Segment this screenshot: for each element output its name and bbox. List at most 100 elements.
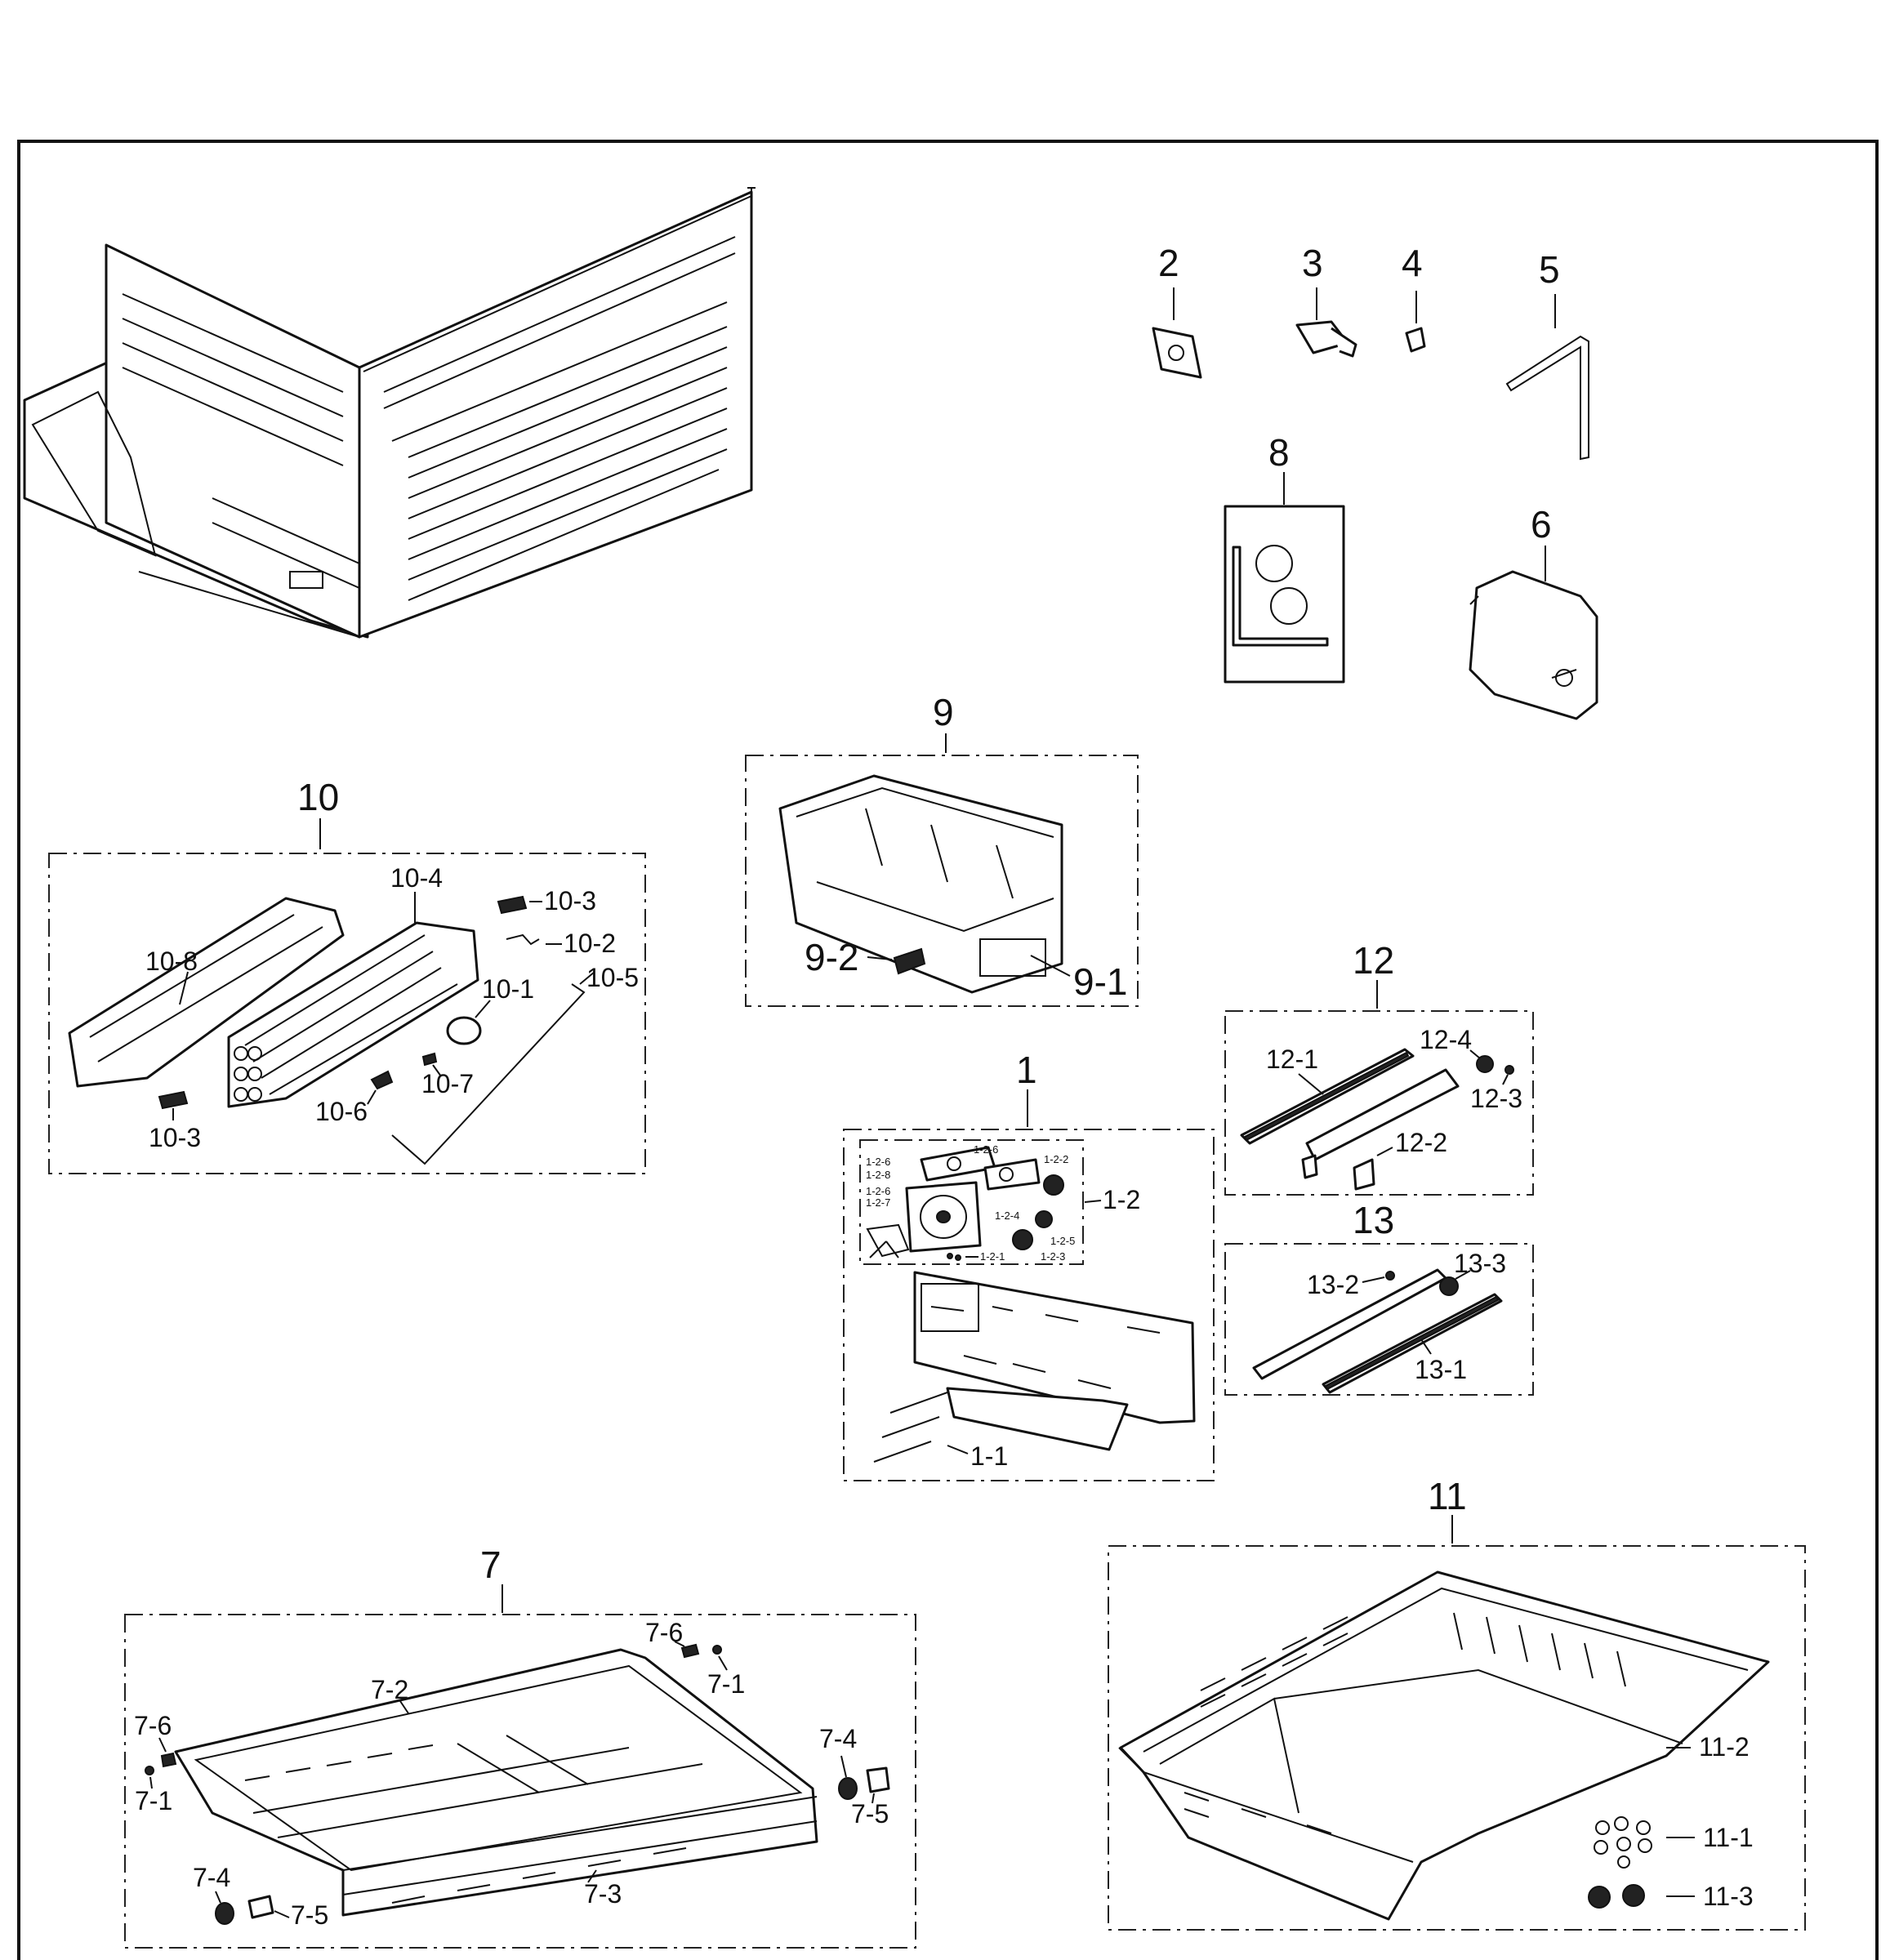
callout-8: 8 bbox=[1268, 431, 1290, 474]
part-13-1-rail bbox=[1322, 1293, 1503, 1394]
callout-1: 1 bbox=[1016, 1049, 1037, 1091]
callout-12-1: 12-1 bbox=[1266, 1045, 1318, 1074]
part-12-2-stopper bbox=[1353, 1147, 1393, 1191]
group-13-box bbox=[1224, 1243, 1534, 1396]
part-13-3-roller bbox=[1439, 1270, 1471, 1296]
part-2-clip bbox=[1152, 287, 1202, 379]
leader-9-1 bbox=[1030, 955, 1071, 977]
callout-10: 10 bbox=[297, 776, 339, 818]
callout-10-4: 10-4 bbox=[390, 863, 443, 893]
callout-11-2: 11-2 bbox=[1699, 1732, 1750, 1762]
part-10-2-spring bbox=[506, 933, 562, 946]
part-10-3-clip-bottom bbox=[158, 1090, 189, 1120]
group-1-box bbox=[843, 1129, 1215, 1481]
part-5-tube bbox=[1505, 294, 1589, 461]
callout-2: 2 bbox=[1158, 242, 1179, 284]
part-9-ice-maker bbox=[778, 774, 1063, 994]
group-11-box bbox=[1108, 1545, 1806, 1931]
part-10-3-clip-top bbox=[497, 895, 542, 915]
part-1-evaporator-cover-panel bbox=[873, 1271, 1196, 1463]
part-7-1-screw-right bbox=[712, 1645, 728, 1671]
callout-12-3: 12-3 bbox=[1470, 1084, 1522, 1113]
leader-7-3 bbox=[587, 1869, 597, 1883]
callout-7-2: 7-2 bbox=[371, 1675, 408, 1704]
callout-3: 3 bbox=[1302, 242, 1323, 284]
group-1-2-box bbox=[859, 1139, 1084, 1265]
part-7-4-roller-left bbox=[215, 1891, 234, 1925]
callout-12-4: 12-4 bbox=[1420, 1025, 1472, 1054]
callout-7-5-left: 7-5 bbox=[291, 1900, 328, 1930]
leader-1-2 bbox=[1084, 1200, 1102, 1203]
part-7-drawer bbox=[174, 1648, 818, 1917]
callout-1-2-6-mid: 1-2-6 bbox=[866, 1185, 890, 1197]
callout-11-1: 11-1 bbox=[1703, 1823, 1754, 1852]
part-12-4-roller bbox=[1469, 1049, 1494, 1073]
callout-9-1: 9-1 bbox=[1073, 960, 1127, 1003]
callout-10-5: 10-5 bbox=[586, 963, 639, 992]
callout-1-2-3: 1-2-3 bbox=[1041, 1250, 1065, 1263]
callout-7-4-right: 7-4 bbox=[819, 1724, 857, 1753]
callout-1-2-4: 1-2-4 bbox=[995, 1209, 1019, 1222]
callout-7-5-right: 7-5 bbox=[851, 1799, 889, 1829]
callout-13-1: 13-1 bbox=[1415, 1355, 1467, 1384]
part-12-rail-bracket bbox=[1301, 1068, 1460, 1179]
diagram-frame bbox=[17, 140, 1879, 1960]
leader-7-2 bbox=[399, 1700, 409, 1714]
callout-10-1: 10-1 bbox=[482, 974, 534, 1004]
callout-13-3: 13-3 bbox=[1454, 1249, 1506, 1278]
part-7-6-clip-left bbox=[158, 1737, 177, 1768]
part-10-7-sensor bbox=[421, 1052, 442, 1077]
part-7-4-roller-right bbox=[838, 1755, 858, 1800]
callout-6: 6 bbox=[1531, 503, 1552, 546]
part-7-5-bracket-right bbox=[866, 1766, 890, 1804]
callout-1-2-6-top: 1-2-6 bbox=[974, 1143, 998, 1156]
callout-1-2-8: 1-2-8 bbox=[866, 1169, 890, 1181]
callout-10-3-bottom: 10-3 bbox=[149, 1123, 201, 1152]
freezer-cabinet-illustration bbox=[23, 187, 756, 639]
callout-11: 11 bbox=[1428, 1475, 1467, 1517]
part-12-3-screw bbox=[1502, 1065, 1514, 1085]
callout-1-2: 1-2 bbox=[1103, 1185, 1140, 1214]
part-11-2-bin bbox=[1118, 1570, 1770, 1921]
callout-7-3: 7-3 bbox=[584, 1879, 622, 1909]
group-12-box bbox=[1224, 1010, 1534, 1196]
group-7-box bbox=[124, 1614, 916, 1949]
part-6-cover bbox=[1469, 546, 1598, 720]
part-12-1-rail bbox=[1240, 1048, 1415, 1145]
part-7-1-screw-left bbox=[145, 1766, 154, 1789]
callout-4: 4 bbox=[1402, 242, 1423, 284]
part-10-8-evaporator-cover bbox=[68, 897, 345, 1088]
callout-10-3-top: 10-3 bbox=[544, 886, 596, 915]
callout-13: 13 bbox=[1353, 1199, 1394, 1241]
part-7-6-clip-right bbox=[674, 1641, 700, 1659]
callout-7: 7 bbox=[480, 1544, 501, 1586]
callout-7-1-left: 7-1 bbox=[135, 1786, 172, 1815]
part-11-1-screws bbox=[1594, 1816, 1652, 1869]
group-9-box bbox=[745, 755, 1139, 1007]
callout-7-1-right: 7-1 bbox=[707, 1669, 745, 1699]
callout-12-2: 12-2 bbox=[1395, 1128, 1447, 1157]
callout-1-2-6-left: 1-2-6 bbox=[866, 1156, 890, 1168]
part-10-4-evaporator-coil bbox=[227, 892, 479, 1108]
callout-11-3: 11-3 bbox=[1703, 1882, 1754, 1911]
part-4-cap bbox=[1405, 291, 1426, 353]
callout-9: 9 bbox=[933, 691, 954, 733]
part-13-2-screw bbox=[1362, 1271, 1395, 1283]
callout-1-2-1: 1-2-1 bbox=[980, 1250, 1005, 1263]
callout-9-2: 9-2 bbox=[805, 936, 858, 978]
callout-10-2: 10-2 bbox=[564, 929, 616, 958]
part-1-2-fan-assembly bbox=[866, 1146, 1064, 1261]
part-8-manual-kit bbox=[1224, 472, 1345, 684]
group-10-box bbox=[48, 853, 646, 1174]
callout-5: 5 bbox=[1539, 248, 1560, 291]
callout-13-2: 13-2 bbox=[1307, 1270, 1359, 1299]
callout-10-7: 10-7 bbox=[421, 1069, 474, 1098]
callout-1-1: 1-1 bbox=[970, 1441, 1008, 1471]
callout-7-4-left: 7-4 bbox=[193, 1863, 230, 1892]
part-9-2-motor bbox=[867, 947, 926, 975]
callout-10-6: 10-6 bbox=[315, 1097, 368, 1126]
part-11-3-rollers bbox=[1588, 1884, 1645, 1909]
callout-7-6-right: 7-6 bbox=[645, 1618, 683, 1647]
callout-1-2-7: 1-2-7 bbox=[866, 1196, 890, 1209]
